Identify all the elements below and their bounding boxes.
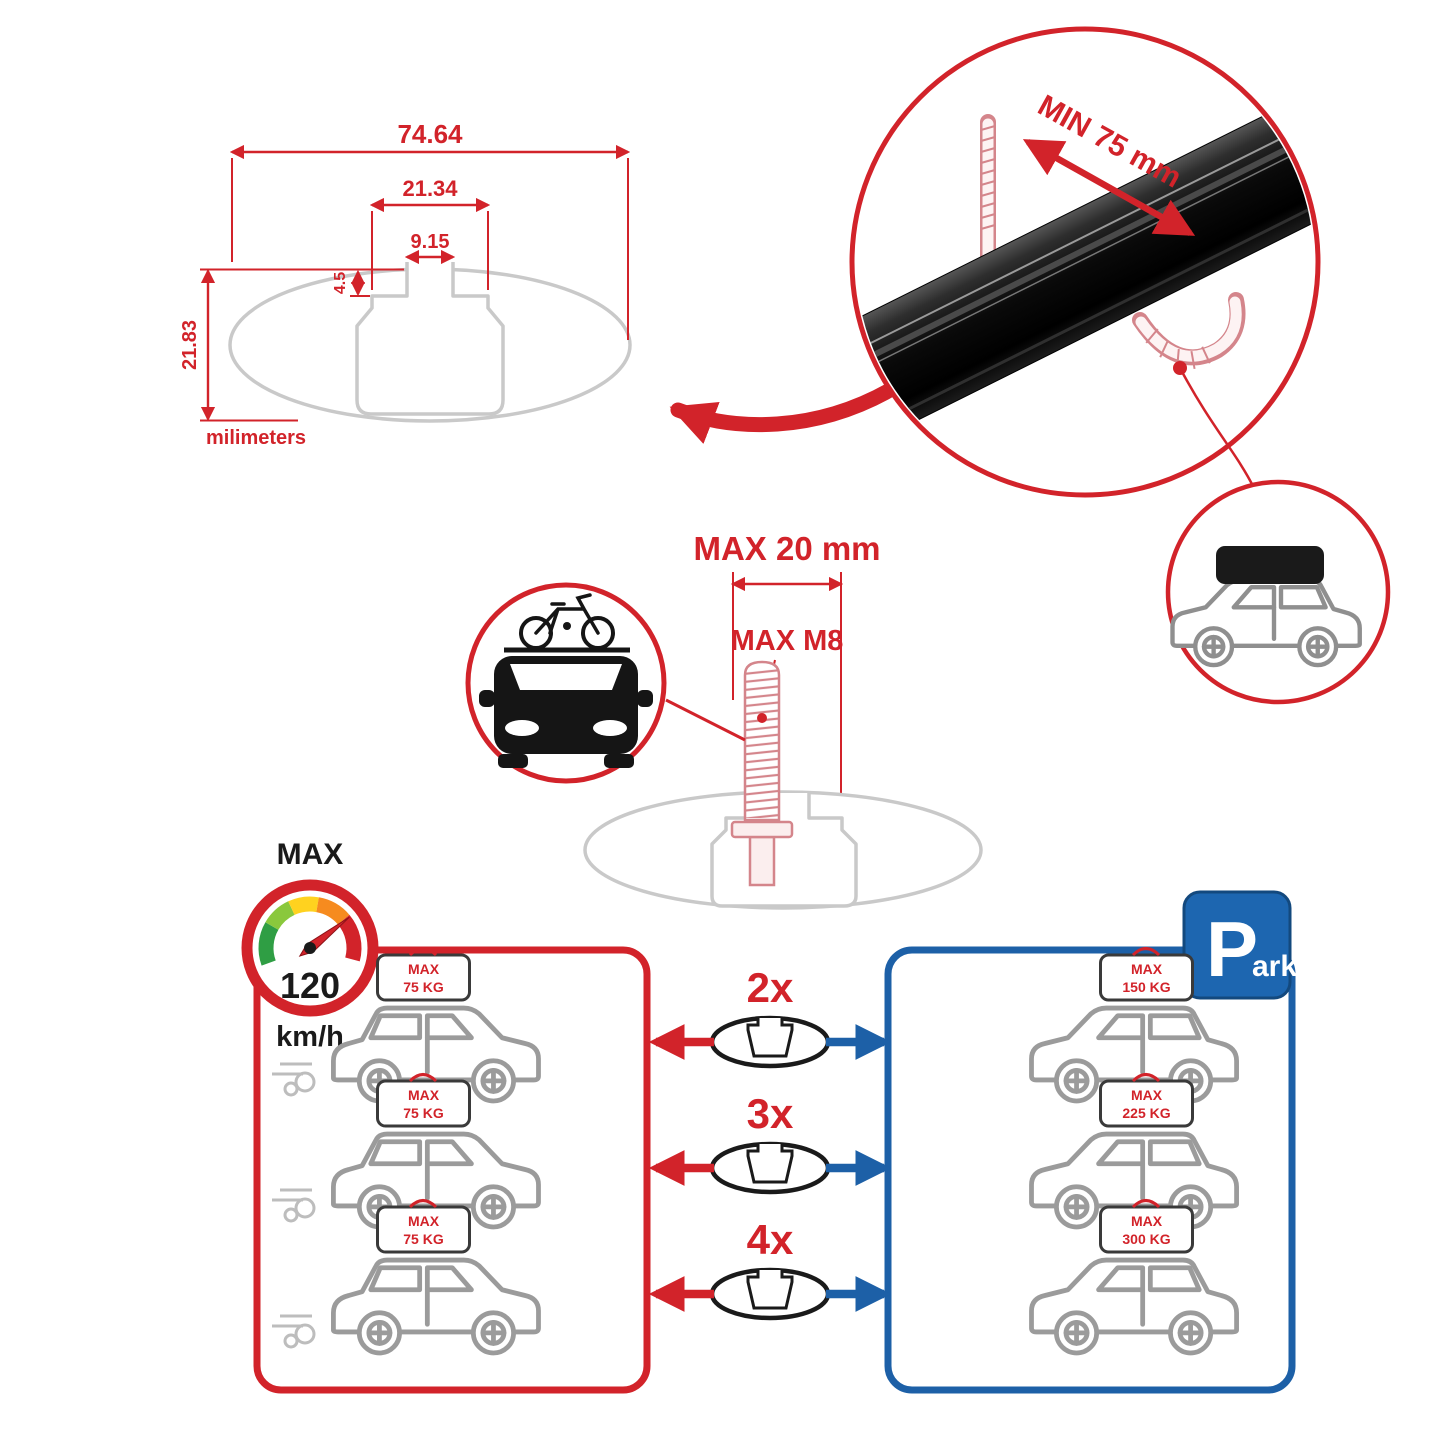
dim-total-width-value: 74.64	[397, 119, 463, 149]
multiplier-label: 3x	[747, 1090, 794, 1137]
bolt-max-length-label: MAX 20 mm	[693, 530, 880, 567]
gauge-arc	[258, 896, 362, 966]
capacity-row: MAX 75 KG 2x MAX 150 KG	[272, 947, 1237, 1102]
cross-section-diagram: 74.64 21.34 9.15 4.5 21.83 milimeters	[179, 119, 632, 449]
roof-cargo-box-icon	[376, 1079, 471, 1128]
dim-total-height-value: 21.83	[179, 320, 201, 370]
cargo-label: MAX	[408, 1087, 440, 1103]
u-bolt-clamp-icon	[980, 114, 1246, 370]
bike-car-circle	[465, 582, 746, 784]
dim-lip-depth-value: 4.5	[332, 272, 349, 294]
roofbox-suv-circle	[1165, 479, 1391, 705]
speed-lines-icon	[272, 1188, 316, 1223]
roof-cargo-box-icon	[1099, 1205, 1194, 1254]
cargo-label: 75 KG	[403, 979, 444, 995]
bolt-thread-label: MAX M8	[731, 625, 844, 657]
parking-sign: P ark	[1182, 890, 1297, 1000]
cargo-label: MAX	[408, 1213, 440, 1229]
capacity-row: MAX 75 KG 3x MAX 225 KG	[272, 1073, 1237, 1228]
speed-value: 120	[280, 965, 340, 1006]
closeup-pointer-arrow	[669, 382, 898, 444]
parking-sign-letter: P	[1206, 905, 1258, 993]
roof-cargo-box-icon	[376, 1205, 471, 1254]
roof-cargo-box-icon	[1099, 953, 1194, 1002]
bike-circle-leader-line	[665, 698, 746, 742]
speed-limit-gauge: MAX 120 km/h	[241, 838, 379, 1053]
speed-unit: km/h	[276, 1021, 344, 1053]
roof-cargo-box-icon	[1216, 546, 1324, 584]
min-clearance-arrow	[1022, 139, 1196, 236]
crossbar-t-slot	[355, 262, 505, 416]
driving-panel	[253, 946, 651, 1394]
multiplier-label: 4x	[747, 1216, 794, 1263]
cargo-label: MAX	[1131, 1087, 1163, 1103]
parking-sign-suffix: ark	[1252, 950, 1297, 983]
bolt-diagram: MAX 20 mm MAX M8	[583, 530, 983, 910]
bar-closeup-circle: MIN 75 mm	[849, 26, 1321, 498]
driving-car-icon	[333, 1260, 538, 1353]
parked-car-icon	[1032, 1260, 1237, 1353]
dim-slot-opening-value: 9.15	[411, 231, 450, 253]
clamp-callout-line	[1178, 367, 1256, 489]
cargo-label: 300 KG	[1122, 1231, 1170, 1247]
roof-cargo-box-icon	[376, 953, 471, 1002]
speed-max-label: MAX	[277, 838, 344, 871]
dim-slot-outer-value: 21.34	[402, 176, 458, 201]
cargo-label: 225 KG	[1122, 1105, 1170, 1121]
cargo-label: MAX	[1131, 961, 1163, 977]
multiplier-label: 2x	[747, 964, 794, 1011]
roof-cargo-box-icon	[1099, 1079, 1194, 1128]
cargo-label: 150 KG	[1122, 979, 1170, 995]
speed-lines-icon	[272, 1314, 316, 1349]
speed-lines-icon	[272, 1062, 316, 1097]
units-label: milimeters	[206, 427, 306, 449]
cargo-label: MAX	[408, 961, 440, 977]
cargo-label: 75 KG	[403, 1231, 444, 1247]
bolt-callout-dot	[757, 713, 767, 723]
cargo-label: MAX	[1131, 1213, 1163, 1229]
cargo-label: 75 KG	[403, 1105, 444, 1121]
car-front-with-bike-icon	[479, 593, 653, 768]
t-nut-icon	[730, 820, 794, 839]
capacity-row: MAX 75 KG 4x MAX 300 KG	[272, 1199, 1237, 1354]
